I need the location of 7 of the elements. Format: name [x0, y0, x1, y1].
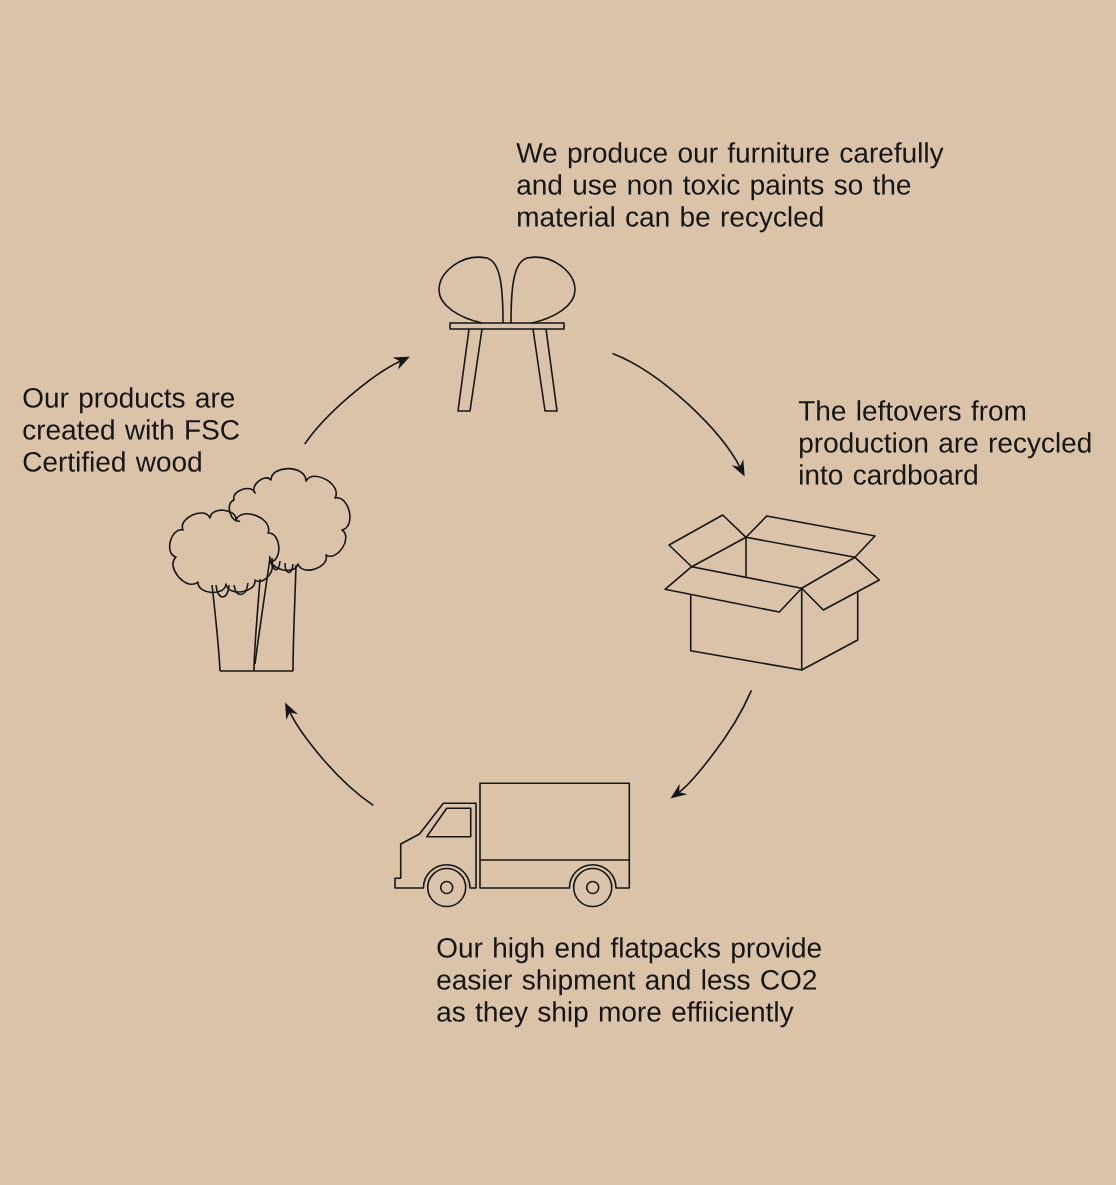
description-text: The leftovers from production are recycled into cardboard: [798, 400, 1091, 485]
description-text: Our high end flatpacks provide easier shipment and less CO2 as they ship more effiiciently: [437, 937, 821, 1028]
description-text: Our products are created with FSC Certified wood: [23, 387, 239, 472]
cardboard-box-picture: [664, 514, 881, 671]
truck-picture: [394, 782, 631, 908]
description-text: We produce our furniture carefully and use non toxic paints so the material can be recycled: [516, 142, 944, 233]
chair-picture: [438, 256, 576, 412]
